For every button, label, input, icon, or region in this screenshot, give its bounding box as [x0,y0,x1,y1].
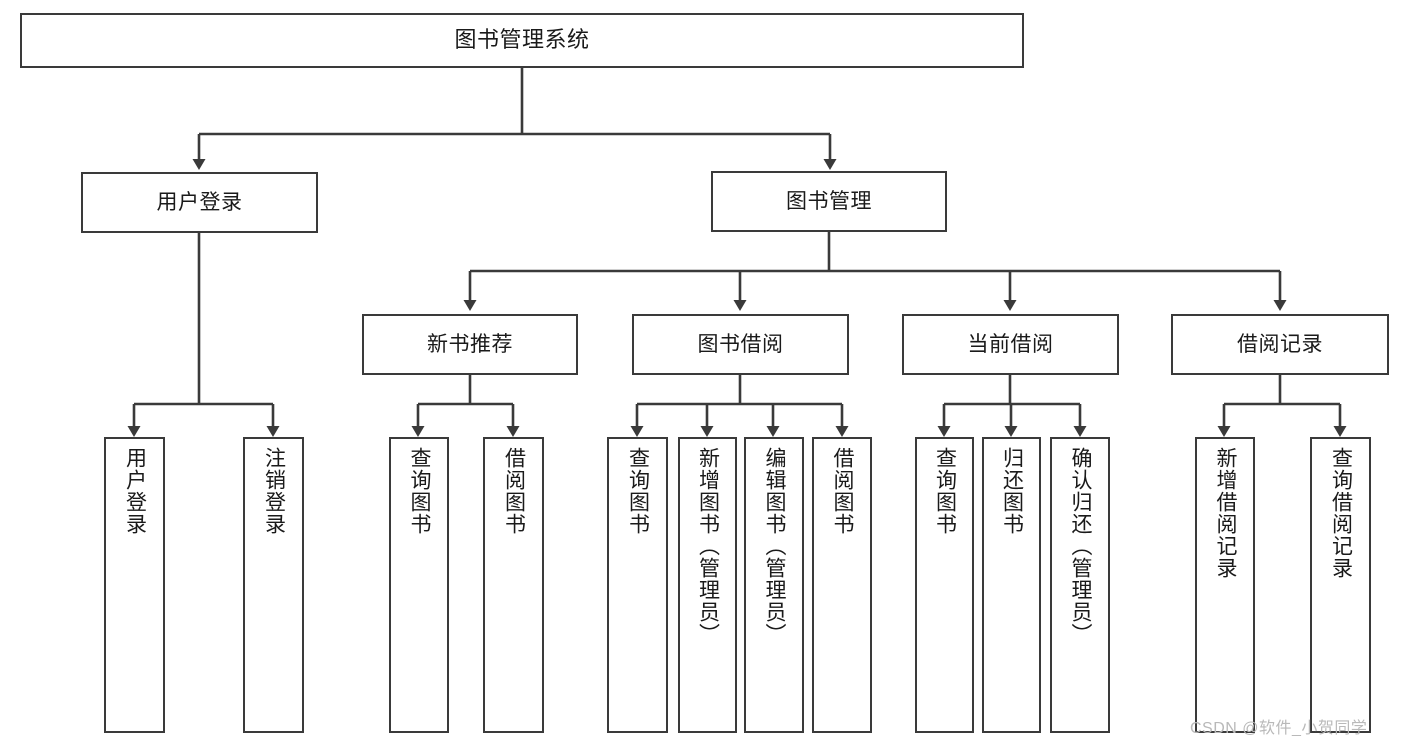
node-label: 确认归还（管理员） [1069,447,1093,645]
leaf-current-borrow-return-book[interactable]: 归还图书 [982,437,1041,733]
leaf-record-add-borrow-record[interactable]: 新增借阅记录 [1195,437,1255,733]
leaf-book-borrow-edit-book-admin[interactable]: 编辑图书（管理员） [744,437,804,733]
leaf-current-borrow-query-book[interactable]: 查询图书 [915,437,974,733]
node-label: 新书推荐 [427,332,513,356]
node-label: 图书管理 [786,189,872,213]
node-label: 查询借阅记录 [1329,447,1353,579]
node-label: 查询图书 [408,447,432,535]
node-label: 用户登录 [156,190,243,214]
node-label: 图书借阅 [697,332,784,356]
node-label: 借阅图书 [502,447,526,535]
leaf-current-borrow-confirm-return-admin[interactable]: 确认归还（管理员） [1050,437,1110,733]
node-label: 注销登录 [262,447,286,535]
leaf-book-borrow-add-book-admin[interactable]: 新增图书（管理员） [678,437,737,733]
csdn-watermark: CSDN @软件_小贺同学 [1190,720,1368,737]
leaf-book-borrow-borrow-book[interactable]: 借阅图书 [812,437,872,733]
node-label: 归还图书 [1000,447,1024,535]
node-label: 借阅记录 [1237,332,1323,356]
node-label: 图书管理系统 [454,27,590,53]
node-user-login[interactable]: 用户登录 [81,172,318,233]
leaf-new-book-borrow-book[interactable]: 借阅图书 [483,437,544,733]
leaf-book-borrow-query-book[interactable]: 查询图书 [607,437,668,733]
leaf-new-book-query-book[interactable]: 查询图书 [389,437,449,733]
node-label: 新增图书（管理员） [696,447,720,645]
node-label: 借阅图书 [831,447,855,535]
node-label: 新增借阅记录 [1214,447,1238,579]
node-current-borrowing[interactable]: 当前借阅 [902,314,1119,375]
leaf-record-query-borrow-record[interactable]: 查询借阅记录 [1310,437,1371,733]
node-label: 当前借阅 [967,332,1054,356]
node-root-book-management-system[interactable]: 图书管理系统 [20,13,1024,68]
node-book-management[interactable]: 图书管理 [711,171,947,232]
node-label: 查询图书 [933,447,957,535]
node-label: 查询图书 [626,447,650,535]
node-borrowing-records[interactable]: 借阅记录 [1171,314,1389,375]
node-new-book-recommendation[interactable]: 新书推荐 [362,314,578,375]
node-book-borrowing[interactable]: 图书借阅 [632,314,849,375]
node-label: 用户登录 [123,447,147,535]
node-label: 编辑图书（管理员） [763,447,787,645]
leaf-user-login-login[interactable]: 用户登录 [104,437,165,733]
leaf-user-login-logout[interactable]: 注销登录 [243,437,304,733]
